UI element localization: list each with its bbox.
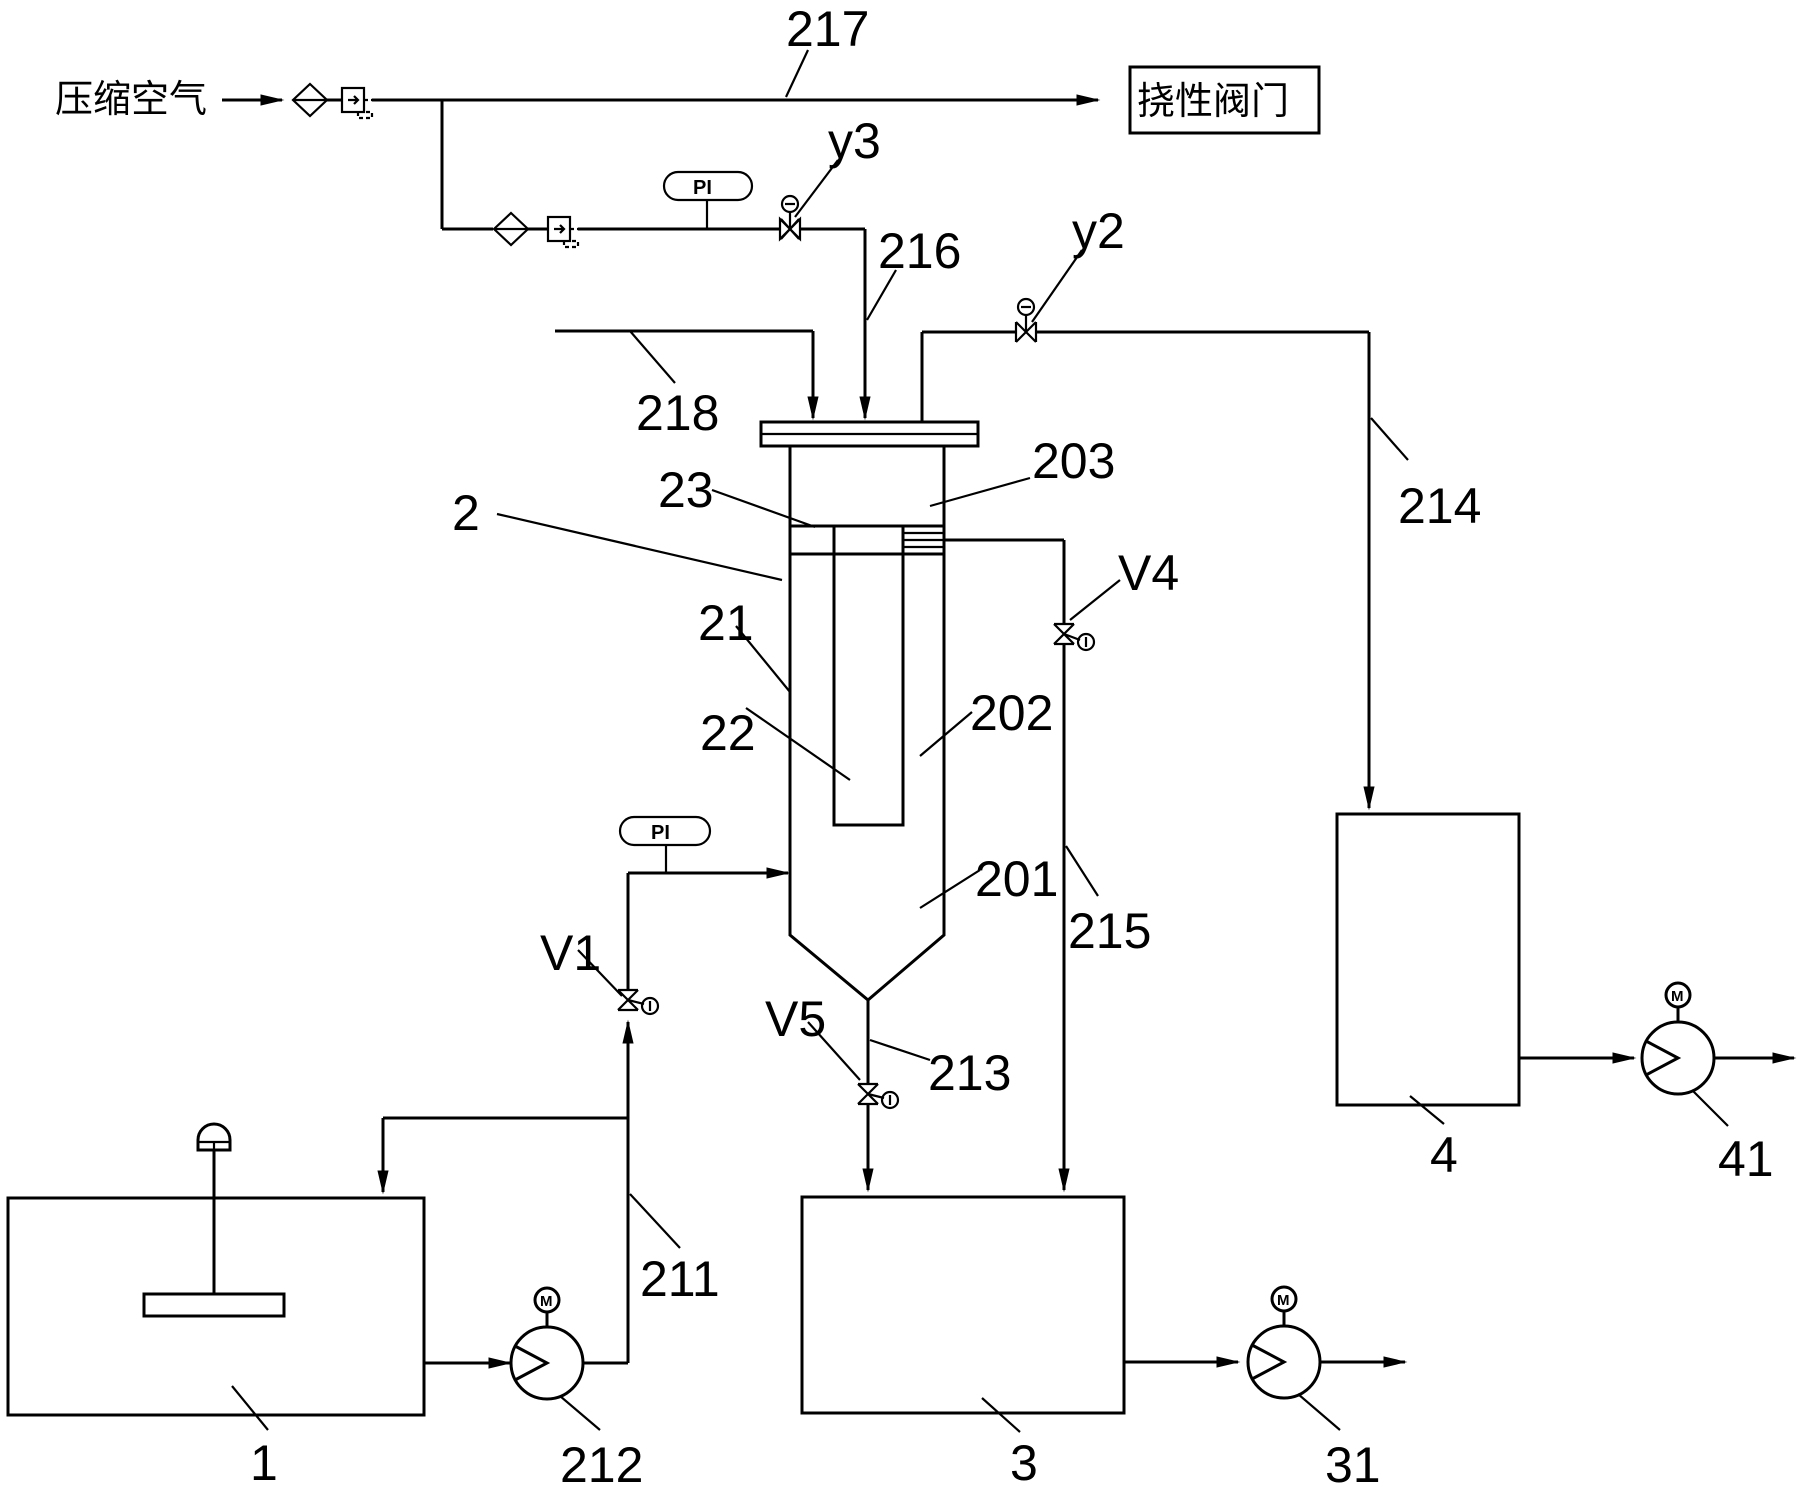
motor-label: M [1671, 988, 1684, 1005]
air-filter-icon [492, 211, 530, 247]
label-1: 1 [250, 1435, 278, 1487]
backflush-air-line: PI y3 216 [440, 100, 961, 421]
pump-41: M 41 [1519, 981, 1797, 1187]
label-y2: y2 [1072, 203, 1125, 259]
label-217: 217 [786, 1, 869, 57]
filter-vessel: 203 23 2 21 202 22 201 [452, 420, 1115, 1002]
motor-label: M [1277, 1292, 1290, 1309]
pressure-regulator-icon [546, 215, 580, 249]
label-201: 201 [975, 851, 1058, 907]
compressed-air-label: 压缩空气 [55, 77, 207, 121]
motor-label: M [540, 1293, 553, 1310]
valve-v1-icon [617, 988, 660, 1016]
label-v4: V4 [1118, 545, 1179, 601]
air-filter-icon [291, 82, 329, 118]
label-211: 211 [640, 1251, 720, 1307]
pi-label: PI [651, 822, 670, 844]
label-v5: V5 [765, 991, 826, 1047]
feed-line-211: PI V1 211 [377, 815, 791, 1363]
label-218: 218 [636, 385, 719, 441]
label-215: 215 [1068, 903, 1151, 959]
valve-v4-icon [1053, 622, 1096, 652]
feed-line-218: 218 [555, 329, 819, 441]
label-v1: V1 [540, 925, 601, 981]
valve-y2-icon [1014, 297, 1038, 343]
pi-label: PI [693, 177, 712, 199]
label-212: 212 [560, 1437, 643, 1487]
feed-tank: 1 [6, 1122, 426, 1487]
label-4: 4 [1430, 1127, 1458, 1183]
filtrate-tank: 4 [1335, 812, 1521, 1183]
filtrate-line-214: y2 214 [920, 203, 1481, 811]
label-203: 203 [1032, 433, 1115, 489]
drain-line-213: V5 213 [765, 991, 1011, 1193]
compressed-air-line: 压缩空气 挠性阀门 217 [55, 1, 1321, 135]
label-41: 41 [1718, 1131, 1774, 1187]
label-y3: y3 [828, 113, 881, 169]
label-23: 23 [658, 462, 714, 518]
label-214: 214 [1398, 478, 1481, 534]
flexible-valve-label: 挠性阀门 [1137, 79, 1289, 123]
label-3: 3 [1010, 1435, 1038, 1487]
pump-31: M 31 [1124, 1285, 1408, 1487]
label-2: 2 [452, 485, 480, 541]
label-213: 213 [928, 1045, 1011, 1101]
label-202: 202 [970, 685, 1053, 741]
pressure-gauge-top: PI [662, 170, 754, 229]
label-21: 21 [698, 595, 754, 651]
label-216: 216 [878, 223, 961, 279]
concentrate-tank: 3 [800, 1195, 1126, 1487]
label-22: 22 [700, 705, 756, 761]
return-line-215: V4 215 [944, 538, 1179, 1193]
pressure-regulator-icon [340, 86, 374, 120]
valve-y3-icon [778, 194, 802, 242]
flexible-valve-box [1128, 65, 1321, 135]
pump-212: M 212 [424, 1286, 643, 1487]
pressure-gauge-bottom: PI [618, 815, 712, 873]
label-31: 31 [1325, 1437, 1381, 1487]
valve-v5-icon [857, 1082, 900, 1110]
